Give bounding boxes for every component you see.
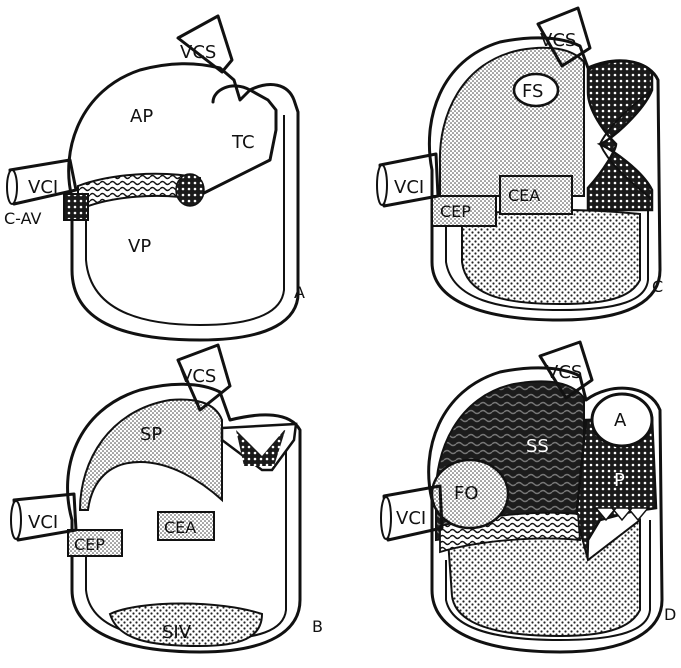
av-dark-pad (176, 174, 204, 206)
label-vcs: VCS (180, 366, 216, 387)
label-a: A (614, 410, 627, 431)
label-fo: FO (454, 483, 479, 504)
panel-b: VCS SP VCI CEP CEA SIV B (11, 345, 323, 652)
label-cav: C-AV (4, 209, 42, 228)
label-ap: AP (130, 106, 153, 127)
label-vci: VCI (394, 177, 424, 198)
vci-opening (381, 497, 391, 539)
panel-letter-a: A (294, 283, 305, 302)
label-cea: CEA (508, 186, 540, 205)
label-cep: CEP (440, 202, 471, 221)
panel-d: VCS A SS FO P VCI D (381, 342, 676, 652)
vci-opening (7, 170, 17, 204)
panel-letter-b: B (312, 617, 323, 636)
panel-a: VCS AP TC VCI C-AV VP A (4, 16, 305, 340)
label-fs: FS (522, 81, 543, 102)
label-vci: VCI (28, 512, 58, 533)
label-cep: CEP (74, 535, 105, 554)
label-vci: VCI (396, 508, 426, 529)
primary-septum-area (80, 400, 222, 510)
label-cea: CEA (164, 518, 196, 537)
cav-block (64, 194, 88, 220)
outflow-spiral (588, 61, 652, 210)
label-siv: SIV (162, 622, 192, 643)
vci-opening (11, 501, 21, 539)
label-tc: TC (231, 132, 255, 153)
panel-letter-c: C (652, 277, 663, 296)
vci-opening (377, 165, 387, 205)
valve-cusps (596, 508, 648, 520)
label-ss: SS (526, 436, 549, 457)
label-sp: SP (140, 424, 162, 445)
panel-letter-d: D (664, 605, 676, 624)
septum-secundum-area (440, 48, 584, 196)
label-vcs: VCS (180, 42, 216, 63)
label-vcs: VCS (540, 30, 576, 51)
label-p: P (614, 470, 625, 491)
label-vci: VCI (28, 177, 58, 198)
label-vp: VP (128, 236, 151, 257)
label-vcs: VCS (546, 362, 582, 383)
panel-c: VCS FS VCI CEP CEA C (377, 8, 663, 320)
